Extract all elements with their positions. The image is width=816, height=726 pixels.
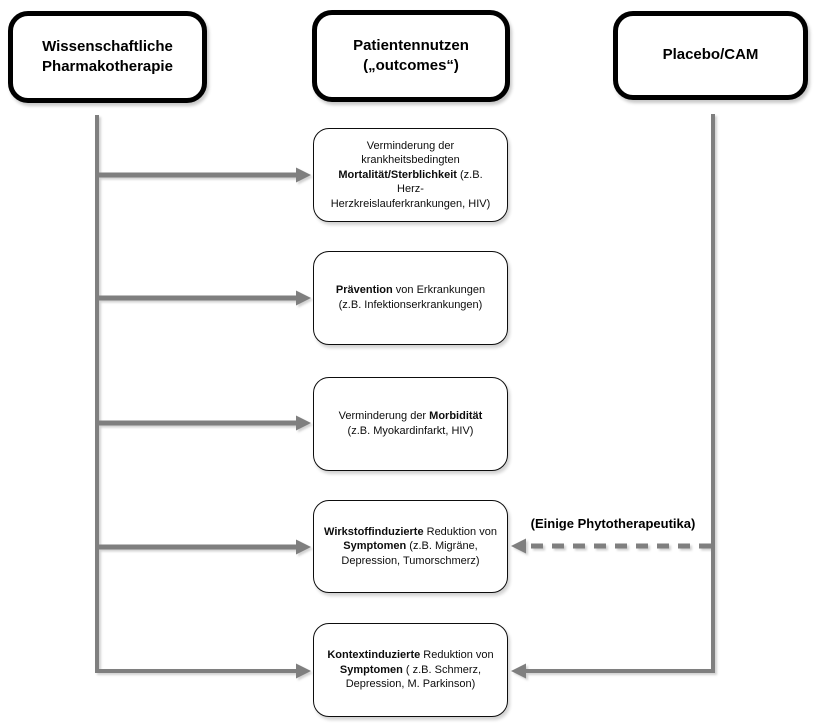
outcome-text-praevention: Prävention von Erkrankungen(z.B. Infekti…: [335, 284, 486, 311]
dashed-arrow-label: (Einige Phytotherapeutika): [530, 516, 696, 531]
header-box-placebo-cam: Placebo/CAM: [613, 11, 808, 100]
arrowhead-kontext-right: [511, 663, 526, 679]
outcome-box-praevention: Prävention von Erkrankungen(z.B. Infekti…: [313, 251, 508, 345]
arrowhead-mortality: [296, 167, 311, 183]
arrowhead-kontext-left: [296, 663, 311, 679]
outcome-text-morbiditaet: Verminderung der Morbidität(z.B. Myokard…: [338, 410, 483, 437]
header-box-pharmakotherapie: Wissenschaftliche Pharmakotherapie: [8, 11, 207, 103]
header-box-patientennutzen: Patientennutzen („outcomes“): [312, 10, 510, 102]
right-trunk-line: [524, 114, 715, 673]
outcome-box-morbiditaet: Verminderung der Morbidität(z.B. Myokard…: [313, 377, 508, 471]
arrowhead-morbiditaet: [296, 415, 311, 431]
arrowhead-phyto: [511, 538, 526, 554]
arrowhead-praevention: [296, 290, 311, 306]
arrowhead-wirkstoff: [296, 539, 311, 555]
left-trunk-line: [95, 115, 299, 673]
